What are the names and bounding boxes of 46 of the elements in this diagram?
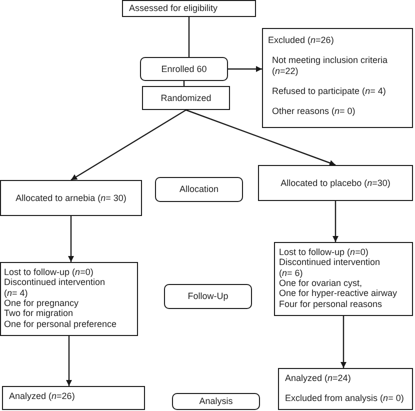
box-text: One for personal preference [4,318,117,330]
box-text: Discontinued intervention (n= 6) [279,257,382,278]
analysis-box [2,386,145,410]
arrow [332,201,338,242]
box-text: Refused to participate (n= 4) [272,86,386,96]
exclusion-box [262,28,413,128]
arrow [340,316,346,368]
box-text: One for ovarian cyst, [279,278,362,288]
box-text: Lost to follow-up (n=0) [279,247,368,258]
box-text: Enrolled 60 [161,64,207,74]
box-text: Assessed for eligibility [129,3,218,14]
arrow [66,336,72,386]
process-box [122,0,256,17]
allocation-box [258,165,413,201]
box-text: Lost to follow-up (n=0) [4,267,94,278]
phase-label-box [172,393,260,410]
box-text: Analyzed (n=24) [285,373,351,384]
box-text: Four for personal reasons [279,298,382,310]
box-text: One for hyper-reactive airway [279,288,398,299]
phase-label-box [164,284,252,309]
stage-box [140,57,228,81]
analysis-box [278,368,413,410]
arrow [186,109,336,166]
box-text: Discontinued intervention (n= 4) [4,277,106,298]
arrow [228,66,262,72]
arrow [70,109,186,181]
box-text: Not meeting inclusion criteria (n=22) [272,55,389,76]
box-text: Allocated to arnebia (n= 30) [16,192,126,204]
box-text: Excluded (n=26) [268,35,334,46]
connector-line [188,17,190,57]
arrow [68,216,74,262]
box-text: Two for migration [4,308,74,319]
box-text: Excluded from analysis (n= 0) [285,393,404,404]
box-text: Randomized [160,92,212,104]
process-box [142,86,230,110]
box-text: Analysis [199,396,233,407]
phase-label-box [155,177,243,202]
box-text: Allocated to placebo (n=30) [280,178,390,188]
box-text: One for pregnancy [4,298,79,308]
box-text: Allocation [179,184,219,195]
box-text: Analyzed (n=26) [9,391,75,402]
box-text: Other reasons (n= 0) [272,106,356,117]
allocation-box [0,180,142,216]
follow-up-box [0,262,138,336]
box-text: Follow-Up [188,291,228,302]
follow-up-box [274,242,413,316]
